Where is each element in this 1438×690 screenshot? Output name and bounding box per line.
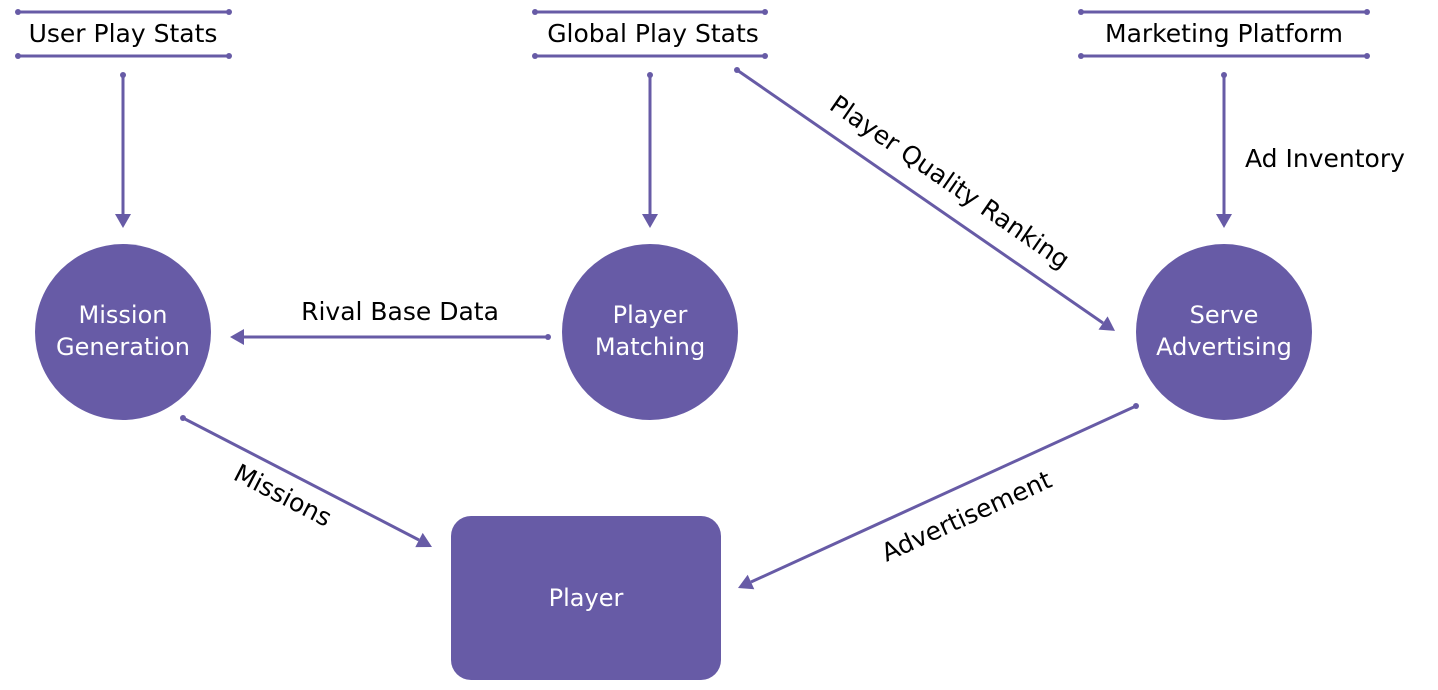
flow-global-stats-to-serve-advertising [734, 67, 1115, 331]
process-serve-advertising: Serve Advertising [1136, 244, 1312, 420]
process-label-line2: Matching [595, 333, 705, 361]
process-label-line1: Serve [1190, 301, 1259, 329]
process-circle [35, 244, 211, 420]
line-end-dot [532, 53, 538, 59]
flow-marketing-to-serve-advertising [1216, 72, 1232, 228]
process-circle [1136, 244, 1312, 420]
flow-label-ad-inventory: Ad Inventory [1245, 144, 1405, 173]
line-end-dot [15, 53, 21, 59]
line-end-dot [532, 9, 538, 15]
flow-serve-advertising-to-player [738, 403, 1139, 590]
arrow-line [736, 68, 1104, 325]
line-end-dot [762, 9, 768, 15]
entity-player: Player [451, 516, 721, 680]
arrow-head [230, 329, 244, 345]
arrow-head [738, 574, 755, 590]
flow-label-rival-base-data: Rival Base Data [301, 297, 499, 326]
data-store-user-play-stats: User Play Stats [15, 9, 232, 59]
line-end-dot [762, 53, 768, 59]
entity-label: Player [549, 584, 624, 612]
process-player-matching: Player Matching [562, 244, 738, 420]
line-end-dot [1364, 53, 1370, 59]
process-label-line1: Player [613, 301, 688, 329]
arrow-head [1216, 214, 1232, 228]
process-label-line2: Advertising [1156, 333, 1292, 361]
data-store-marketing-platform: Marketing Platform [1078, 9, 1370, 59]
flow-mission-generation-to-player [180, 415, 432, 548]
line-end-dot [226, 9, 232, 15]
process-label-line2: Generation [56, 333, 190, 361]
arrow-head [1098, 316, 1115, 331]
arrow-head [115, 214, 131, 228]
data-store-global-play-stats: Global Play Stats [532, 9, 768, 59]
line-end-dot [1364, 9, 1370, 15]
flow-label-advertisement: Advertisement [877, 465, 1056, 568]
arrow-head [642, 214, 658, 228]
arrow-head [415, 532, 432, 548]
process-mission-generation: Mission Generation [35, 244, 211, 420]
arrow-line [750, 404, 1137, 584]
flow-global-stats-to-player-matching [642, 72, 658, 228]
line-end-dot [226, 53, 232, 59]
data-store-label: Global Play Stats [547, 19, 759, 48]
line-end-dot [15, 9, 21, 15]
flow-player-matching-to-mission-generation [230, 329, 551, 345]
data-store-label: Marketing Platform [1105, 19, 1343, 48]
line-end-dot [1078, 53, 1084, 59]
flow-user-stats-to-mission-generation [115, 72, 131, 228]
data-store-label: User Play Stats [29, 19, 218, 48]
process-label-line1: Mission [79, 301, 168, 329]
line-end-dot [1078, 9, 1084, 15]
arrow-line [182, 416, 420, 542]
process-circle [562, 244, 738, 420]
entity-box [451, 516, 721, 680]
flow-label-player-quality-ranking: Player Quality Ranking [825, 89, 1075, 274]
